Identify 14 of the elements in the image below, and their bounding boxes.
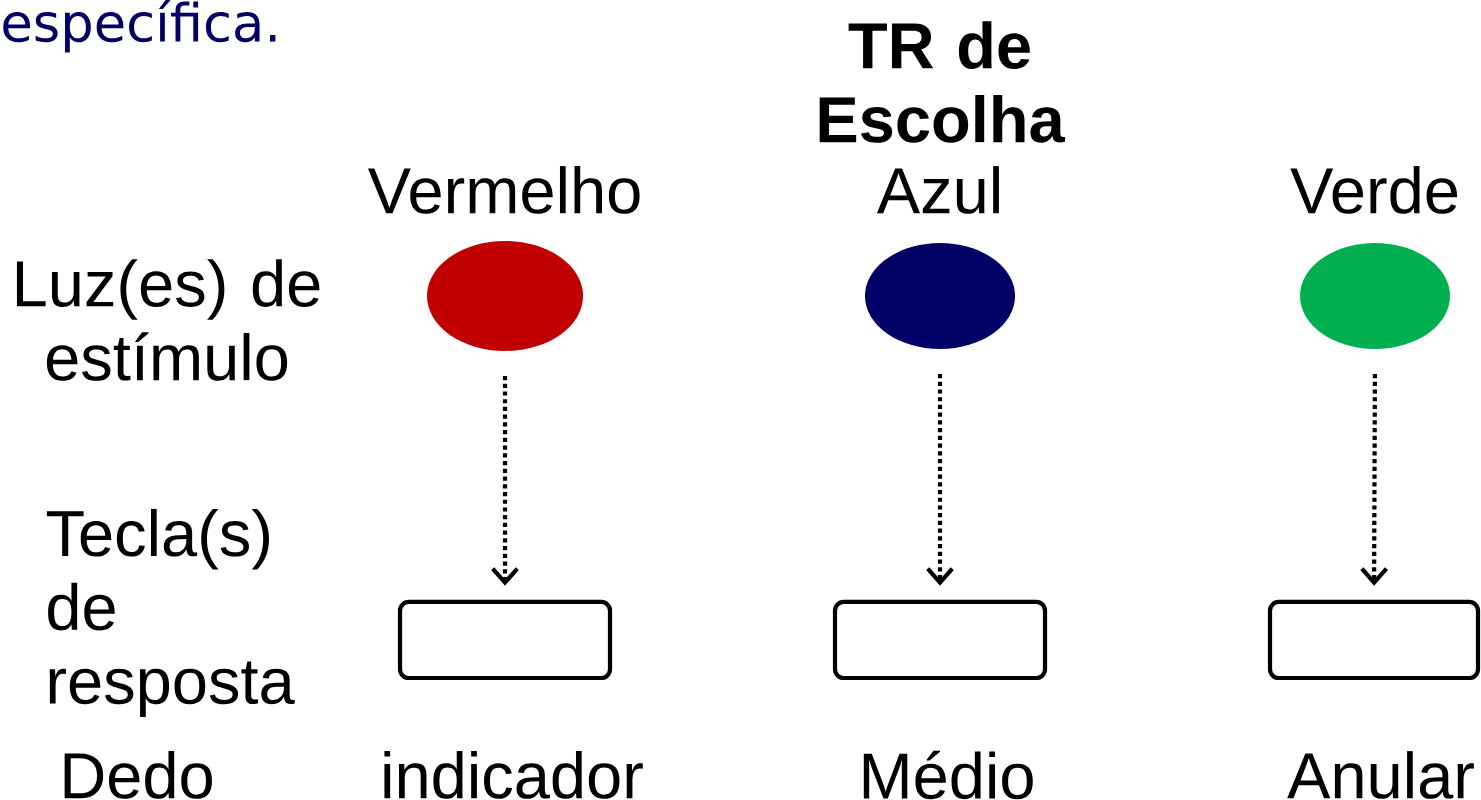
- finger-label: indicador: [384, 751, 643, 799]
- heading-text: específica.: [3, 0, 276, 53]
- light-label: Verde: [1290, 166, 1458, 214]
- row-label: Dedo: [64, 751, 212, 799]
- finger-label: Médio: [863, 750, 1033, 800]
- row-label: Luz(es) de estímulo: [16, 259, 320, 381]
- title: TR de Escolha: [819, 21, 1066, 143]
- row-label: Tecla(s) de resposta: [46, 508, 295, 718]
- arrow: [491, 375, 519, 586]
- light-label: Vermelho: [367, 166, 640, 214]
- finger-label: Anular: [1287, 751, 1474, 799]
- light-label: Azul: [876, 166, 999, 214]
- arrow: [1360, 373, 1389, 586]
- arrow: [926, 373, 954, 586]
